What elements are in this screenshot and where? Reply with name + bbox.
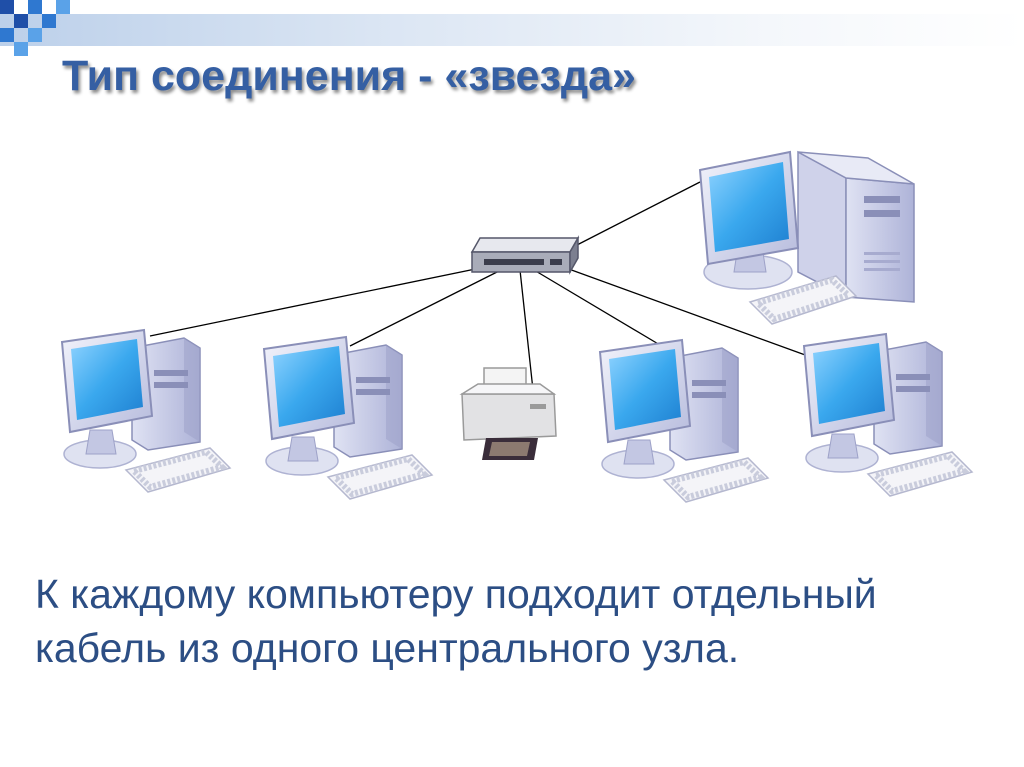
- cable-to-pc-1: [149, 265, 491, 337]
- desktop-computer-icon: [264, 337, 432, 499]
- desktop-computer-icon: [62, 330, 230, 492]
- corner-decoration: [0, 0, 70, 56]
- cable-to-pc-top: [574, 181, 701, 247]
- cable-to-printer: [519, 269, 534, 391]
- cables: [149, 181, 809, 391]
- slide-caption: К каждому компьютеру подходит отдельный …: [35, 567, 995, 675]
- desktop-computer-icon: [600, 340, 768, 502]
- caption-line-1: К каждому компьютеру подходит отдельный: [35, 571, 877, 617]
- printer-icon: [459, 367, 557, 460]
- network-hub-icon: [470, 235, 580, 275]
- cable-to-pc-5: [565, 267, 809, 357]
- header-bar: [0, 14, 1024, 46]
- cable-to-pc-2: [349, 267, 506, 347]
- desktop-computer-icon: [700, 152, 914, 324]
- caption-line-2: кабель из одного центрального узла.: [35, 625, 740, 671]
- slide-title: Тип соединения - «звезда»: [62, 52, 636, 100]
- cable-to-pc-4: [533, 269, 661, 346]
- star-topology-diagram: [0, 0, 1024, 560]
- desktop-computer-icon: [804, 334, 972, 496]
